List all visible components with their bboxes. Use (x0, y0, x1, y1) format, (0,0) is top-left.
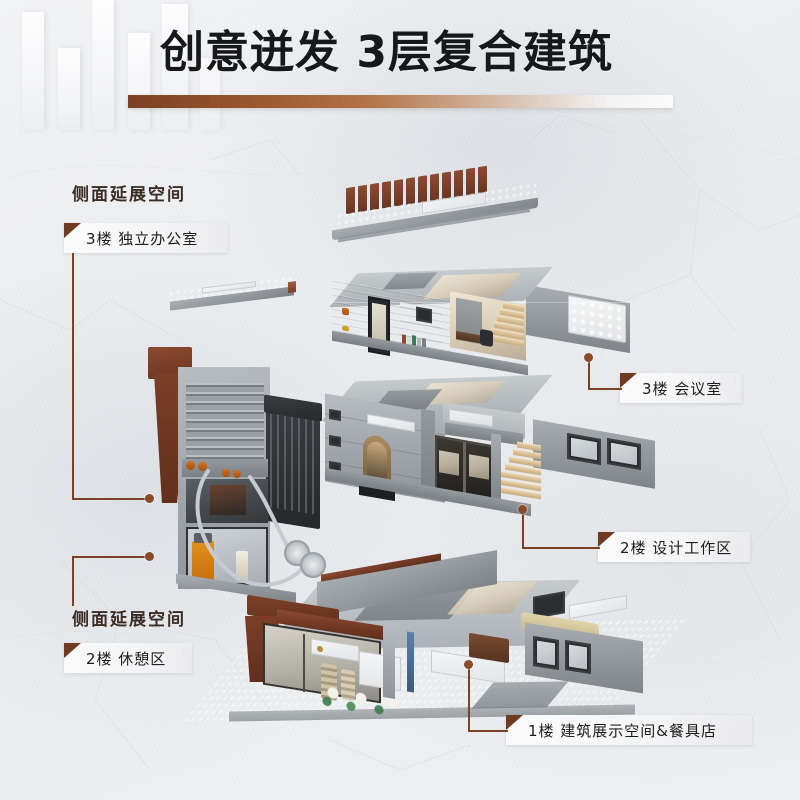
module-roof (330, 165, 540, 243)
callout-tag-label: 3楼 独立办公室 (86, 229, 199, 248)
floor1-right-window-pane (537, 640, 555, 666)
connector-line-floor1-v (468, 667, 470, 732)
callout-tag-label: 3楼 会议室 (642, 379, 723, 398)
side-wing-bottle (236, 551, 248, 581)
floor2-shopfront-display (439, 450, 459, 476)
decor-bar (58, 48, 80, 130)
decor-bar (128, 33, 150, 130)
floor3-accent-stud (342, 325, 349, 332)
title-underline-rule (128, 95, 673, 108)
connector-dot-floor3-office (145, 494, 154, 503)
floor1-kitchen-counter (569, 594, 627, 620)
module-floor1 (181, 550, 689, 735)
floor1-shopfront-mullion (303, 633, 305, 693)
floor2-stair-wall (491, 433, 501, 501)
platform-end-cap (288, 281, 296, 294)
floor3-staircase (488, 294, 528, 353)
side-wing-orange-stud (233, 470, 241, 478)
module-side-wing (148, 345, 333, 603)
decor-bar (22, 12, 44, 130)
floor2-center-column (421, 408, 435, 496)
page-title: 创意迸发 3层复合建筑 (160, 27, 613, 78)
connector-line-floor3-office (72, 253, 74, 499)
side-wing-equipment (210, 485, 246, 515)
floor2-glazing-mullion (463, 441, 466, 497)
decor-bar (200, 58, 220, 130)
connector-line-floor2-lounge-h (72, 556, 148, 558)
header: 创意迸发 3层复合建筑 (0, 0, 800, 130)
floor1-shop-sign-mark (317, 645, 323, 653)
connector-line-floor3-meeting-v (588, 360, 590, 390)
connector-dot-floor2-lounge (145, 552, 154, 561)
side-wing-orange-stud (186, 461, 195, 470)
decor-bar (92, 0, 114, 130)
side-wing-orange-stud (198, 462, 207, 471)
callout-tag-floor2-studio: 2楼 设计工作区 (598, 532, 750, 562)
callout-tag-floor3-office: 3楼 独立办公室 (64, 223, 228, 253)
connector-line-floor2-lounge-v (72, 556, 74, 606)
module-floor3 (328, 266, 630, 378)
callout-tag-floor1-showroom: 1楼 建筑展示空间&餐具店 (506, 715, 752, 745)
floor3-accent-stud (342, 307, 349, 316)
callout-tag-label: 1楼 建筑展示空间&餐具店 (528, 721, 718, 740)
header-decor-bars (0, 0, 360, 130)
connector-dot-floor3-meeting (584, 353, 593, 362)
section-title-bottom-left: 侧面延展空间 (72, 610, 186, 630)
floor1-right-window-pane (569, 644, 587, 670)
callout-tag-floor3-meeting: 3楼 会议室 (620, 373, 742, 403)
side-wing-tank (192, 541, 214, 581)
decor-bar (162, 4, 188, 130)
callout-tag-label: 2楼 设计工作区 (620, 538, 733, 557)
side-wing-orange-stud (222, 469, 230, 477)
floor1-center-column (383, 625, 395, 699)
side-wing-fan (300, 552, 326, 578)
connector-line-floor3-office-h (72, 498, 148, 500)
callout-tag-label: 2楼 休憩区 (86, 649, 167, 668)
floor3-chair (480, 328, 493, 348)
connector-line-floor2-studio-h (522, 547, 600, 549)
side-wing-louver-panel (186, 383, 264, 461)
floor2-shopfront-display (469, 454, 489, 480)
module-floor2 (321, 374, 655, 528)
callout-tag-floor2-lounge: 2楼 休憩区 (64, 643, 192, 673)
connector-dot-floor1 (464, 660, 473, 669)
floor2-staircase (493, 432, 547, 505)
connector-line-floor2-studio-v (522, 512, 524, 549)
connector-line-floor3-meeting-h (588, 388, 622, 390)
connector-line-floor1-h (468, 730, 508, 732)
module-floor3-side-platform (168, 275, 296, 321)
section-title-top-left: 侧面延展空间 (72, 185, 186, 205)
connector-dot-floor2-studio (518, 505, 527, 514)
floor3-window (416, 306, 432, 324)
floor1-blue-pipe (407, 631, 414, 693)
